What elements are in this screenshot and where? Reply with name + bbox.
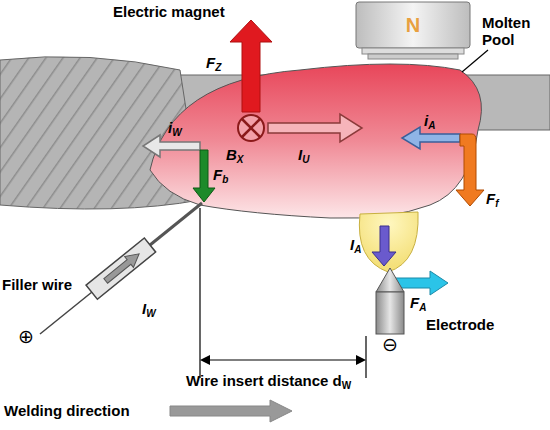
- wire-label: Filler wire: [2, 276, 72, 293]
- current-label: iW: [168, 119, 182, 139]
- current-label: IU: [298, 146, 309, 166]
- dimension-label: Wire insert distance dW: [186, 372, 351, 392]
- current-label: IA: [350, 236, 361, 256]
- current-label: iA: [424, 112, 435, 132]
- polarity-symbol: ⊕: [18, 326, 34, 348]
- pole-letter: N: [406, 14, 420, 37]
- force-label: Ff: [486, 190, 499, 210]
- force-label: FA: [410, 294, 426, 314]
- direction-label: Welding direction: [4, 402, 130, 419]
- current-label: IW: [142, 300, 156, 320]
- magnet-label: Electric magnet: [113, 3, 225, 20]
- field-label: BX: [226, 146, 244, 166]
- force-label: Fb: [213, 166, 228, 186]
- electrode-label: Electrode: [426, 316, 494, 333]
- pool-label: Molten Pool: [482, 14, 546, 49]
- polarity-symbol: ⊖: [382, 334, 398, 356]
- force-label: FZ: [206, 54, 221, 74]
- magnet-pole: N: [356, 2, 470, 48]
